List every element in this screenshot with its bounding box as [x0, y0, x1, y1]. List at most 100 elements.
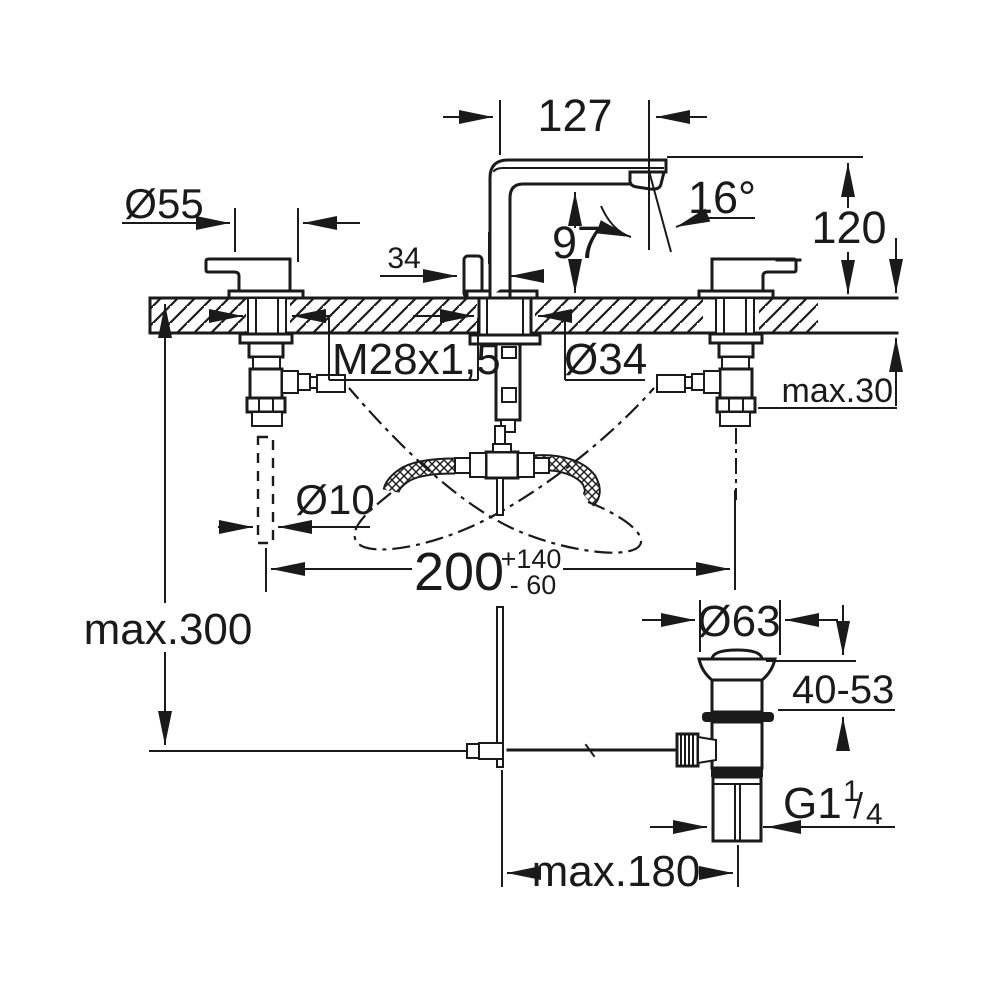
dim-spout-clearance: 97 — [552, 192, 602, 293]
left-outlet-hex — [281, 370, 299, 394]
knurl-ridges — [680, 733, 694, 767]
left-outlet-stem — [309, 376, 318, 389]
waste-seal-ring — [702, 712, 774, 722]
dim-g1-label: G1 — [783, 779, 842, 828]
dim-deck-hole: Ø34 — [538, 309, 647, 384]
tee-right-fitting — [533, 457, 550, 474]
rod-clamp — [478, 742, 504, 760]
leader-frame — [564, 318, 645, 381]
spray-direction-line — [648, 170, 672, 253]
left-lever — [204, 257, 292, 293]
left-valve-neck — [252, 356, 281, 370]
dim-rod-depth: max.300 — [84, 304, 461, 752]
knob-cone — [697, 735, 717, 765]
dim-waste-deck-range: 40-53 — [766, 605, 895, 751]
left-outlet-nut — [297, 373, 311, 391]
right-escutcheon — [697, 289, 775, 300]
right-valve-neck — [721, 356, 750, 370]
left-valve — [238, 332, 346, 545]
waste-upper-body — [710, 678, 764, 714]
dim-200-tol-minus: - 60 — [510, 570, 557, 600]
dim-spout-reach: 127 — [443, 90, 707, 250]
dim-34-label: 34 — [387, 242, 420, 275]
dim-120-label: 120 — [811, 202, 886, 253]
tee-left-nut — [469, 452, 487, 478]
right-bottom-nut-2 — [719, 411, 751, 427]
left-valve-body — [248, 367, 284, 400]
popup-rod-dashed — [256, 435, 275, 545]
dim-mounting-thread: M28x1,5 — [209, 309, 501, 384]
spout-inner-profile — [508, 182, 634, 299]
dim-m28-label: M28x1,5 — [332, 335, 501, 384]
drain-assembly — [675, 648, 777, 843]
spout — [462, 158, 668, 300]
left-shank-walls — [255, 297, 279, 335]
right-outlet-stem — [684, 376, 693, 389]
popup-rod-below-tee — [496, 477, 504, 516]
right-valve — [656, 332, 764, 500]
right-shank — [715, 297, 755, 335]
dim-200-label: 200 — [414, 542, 504, 602]
right-bottom-nut-1 — [715, 396, 757, 414]
left-valve-nut — [247, 341, 285, 359]
right-shank-walls — [723, 297, 747, 335]
dim-max300-label: max.300 — [84, 605, 253, 654]
right-hose-braid — [533, 456, 599, 506]
dim-g1-slash: / — [853, 785, 863, 826]
left-bottom-nut-2 — [251, 411, 283, 427]
dim-o63-label: Ø63 — [697, 597, 780, 646]
shank-inner-walls — [486, 297, 524, 336]
left-escutcheon — [227, 289, 305, 300]
left-shank — [247, 297, 287, 335]
right-outlet-hex — [703, 370, 721, 394]
dim-127-label: 127 — [537, 90, 612, 141]
dim-200-tol-plus: +140 — [501, 544, 562, 574]
waste-tailpipe — [711, 775, 763, 843]
dim-spray-angle: 16° — [596, 170, 802, 262]
dim-hose-length: 200 +140 - 60 — [265, 490, 736, 602]
popup-rod-lower — [496, 606, 504, 768]
rod-clamp-screw — [466, 743, 480, 759]
waste-lower-body — [710, 720, 764, 770]
angle-arc-arrow — [596, 205, 632, 238]
dim-max180-label: max.180 — [532, 847, 701, 896]
tee-left-fitting — [454, 457, 471, 474]
dim-16deg-label: 16° — [688, 172, 756, 223]
dim-g1-numerator: 1 — [843, 775, 860, 808]
leader-frame — [328, 318, 479, 381]
tailpipe-details — [712, 783, 762, 842]
left-hose-stub — [316, 374, 346, 393]
dim-rod-diameter: Ø10 — [218, 476, 375, 534]
spout-top-inner-line — [492, 167, 664, 173]
left-handle — [204, 257, 305, 335]
hose-route-to-left-valve — [348, 387, 643, 554]
spout-shank — [468, 296, 542, 453]
right-hose-stub — [656, 374, 686, 393]
dim-max30-label: max.30 — [782, 372, 894, 410]
right-valve-body — [718, 367, 754, 400]
waste-flange — [697, 657, 777, 682]
dim-total-height: 120 — [667, 156, 903, 294]
leader-arrow — [675, 208, 755, 228]
popup-linkage — [439, 606, 679, 768]
dim-waste-thread: G1 1 / 4 — [650, 775, 895, 834]
dim-escutcheon-diameter: Ø55 — [122, 180, 360, 262]
dim-o10-label: Ø10 — [295, 476, 374, 523]
tailpiece-detail-1 — [501, 346, 517, 359]
dim-waste-offset: max.180 — [501, 770, 739, 896]
dim-o34-label: Ø34 — [564, 335, 647, 384]
aerator — [628, 170, 666, 191]
dim-4053-label: 40-53 — [792, 668, 894, 712]
dim-o55-label: Ø55 — [124, 180, 203, 227]
left-bottom-nut-1 — [245, 396, 287, 414]
right-nut1-faces — [728, 397, 744, 413]
hose-tee-top-stub — [492, 443, 512, 453]
right-valve-nut — [717, 341, 755, 359]
tailpiece-detail-2 — [501, 387, 517, 403]
dim-97-label: 97 — [552, 217, 602, 268]
tee-right-nut — [517, 452, 535, 478]
dim-g1-denominator: 4 — [866, 798, 883, 831]
hose-route-to-right-valve — [353, 387, 655, 551]
left-hose-braid — [384, 459, 456, 493]
